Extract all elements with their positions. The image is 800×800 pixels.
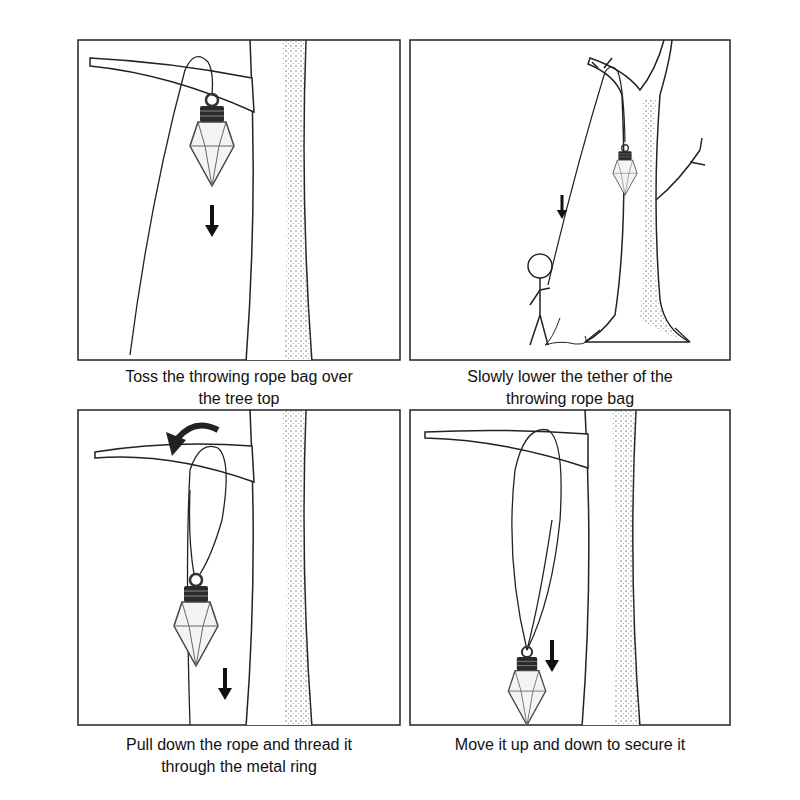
caption-text: Toss the throwing rope bag over the tree…: [125, 368, 353, 407]
step-caption: Slowly lower the tether of the throwing …: [450, 366, 690, 410]
step-caption: Toss the throwing rope bag over the tree…: [119, 366, 359, 410]
step-caption: Move it up and down to secure it: [435, 734, 705, 756]
panel-one-art: [90, 40, 312, 360]
caption-text: Pull down the rope and thread it through…: [126, 736, 352, 775]
step-caption: Pull down the rope and thread it through…: [104, 734, 374, 778]
panel-two-art: [528, 40, 705, 345]
caption-text: Slowly lower the tether of the throwing …: [467, 368, 672, 407]
caption-text: Move it up and down to secure it: [455, 736, 685, 753]
panel-three-art: [95, 410, 312, 725]
panel-four-art: [425, 410, 640, 725]
